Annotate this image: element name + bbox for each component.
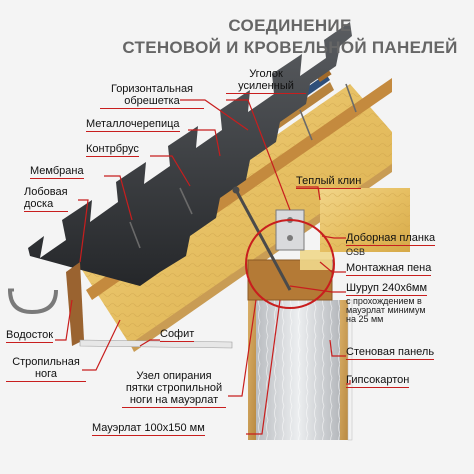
label-screw-note: с прохождением в мауэрлат минимум на 25 …	[346, 296, 426, 324]
metal-tile	[28, 22, 352, 286]
label-metal-tile: Металлочерепица	[86, 118, 180, 132]
label-wall-panel: Стеновая панель	[346, 346, 435, 360]
roof-screws	[129, 83, 357, 249]
mounting-foam	[300, 250, 332, 270]
angle-bracket-icon	[275, 209, 305, 251]
gypsum-board	[347, 299, 353, 441]
label-osb: OSB	[346, 247, 366, 257]
label-gutter: Водосток	[6, 329, 54, 343]
label-soffit: Софит	[160, 328, 195, 342]
label-gypsum-board: Гипсокартон	[346, 374, 410, 388]
wall-panel-osb-outer	[340, 300, 348, 440]
label-rafter: Стропильная нога	[6, 356, 86, 382]
title-line-2: СТЕНОВОЙ И КРОВЕЛЬНОЙ ПАНЕЛЕЙ	[122, 38, 458, 57]
screw-icon	[232, 186, 292, 291]
label-support-node: Узел опирания пятки стропильной ноги на …	[122, 370, 226, 408]
label-counter-batten: Контрбрус	[86, 143, 139, 157]
label-membrane: Мембрана	[30, 165, 84, 179]
gutter-icon	[8, 288, 58, 315]
support-node-highlight	[245, 219, 335, 309]
wall-panel	[248, 299, 353, 441]
label-warm-wedge: Теплый клин	[296, 175, 362, 189]
leader-lines	[55, 99, 351, 435]
label-finishing-strip: Доборная планка	[346, 232, 436, 246]
fascia-board	[66, 262, 84, 346]
label-fascia-board: Лобовая доска	[24, 186, 68, 212]
label-mauerlat: Мауэрлат 100х150 мм	[92, 422, 205, 436]
wall-panel-osb-inner	[248, 300, 256, 440]
soffit	[79, 339, 233, 349]
label-mounting-foam: Монтажная пена	[346, 262, 432, 276]
label-angle-bracket: Уголок усиленный	[226, 68, 306, 94]
label-horizontal-batten: Горизонтальная обрешетка	[100, 83, 204, 109]
label-screw: Шуруп 240х6мм	[346, 282, 428, 296]
title-line-1: СОЕДИНЕНИЕ	[228, 16, 352, 35]
